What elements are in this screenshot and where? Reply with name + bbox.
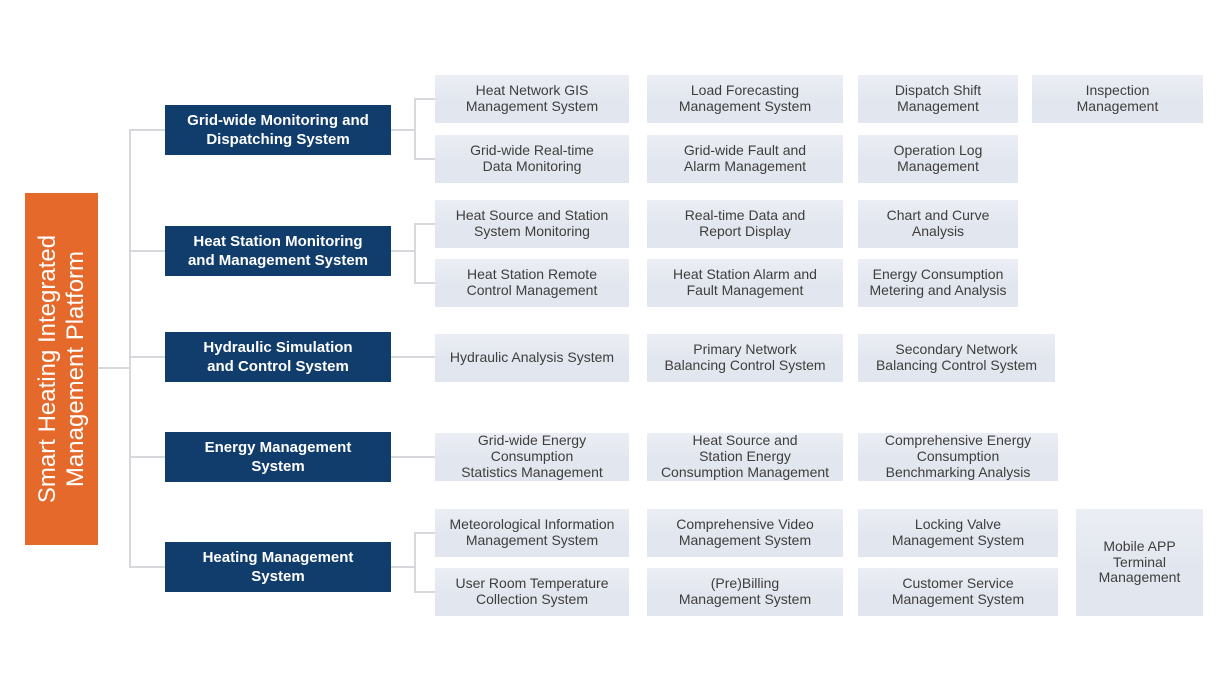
connector-line <box>414 158 435 160</box>
child-node: Hydraulic Analysis System <box>435 334 629 382</box>
child-node-label: Heat Network GIS Management System <box>465 82 599 114</box>
child-node-label: Energy Consumption Metering and Analysis <box>869 266 1007 298</box>
child-node: Real-time Data and Report Display <box>647 200 843 248</box>
platform-root-bar: Smart Heating Integrated Management Plat… <box>25 193 98 545</box>
child-node-label: Customer Service Management System <box>891 575 1025 607</box>
connector-line <box>129 356 165 358</box>
child-node: Customer Service Management System <box>858 568 1058 616</box>
child-node-label: Heat Station Remote Control Management <box>466 266 598 298</box>
connector-line <box>414 98 435 100</box>
connector-line <box>414 591 435 593</box>
child-node-label: Grid-wide Real-time Data Monitoring <box>470 142 594 174</box>
child-node: Comprehensive Video Management System <box>647 509 843 557</box>
child-node-label: Locking Valve Management System <box>891 516 1025 548</box>
child-node-label: Hydraulic Analysis System <box>449 349 615 366</box>
child-node: Operation Log Management <box>858 135 1018 183</box>
child-node-label: Heat Source and Station System Monitorin… <box>455 207 609 239</box>
connector-line <box>129 456 165 458</box>
platform-root-label: Smart Heating Integrated Management Plat… <box>33 234 89 504</box>
child-node: Grid-wide Energy Consumption Statistics … <box>435 432 629 481</box>
child-node-label: Heat Station Alarm and Fault Management <box>673 266 817 298</box>
child-node: Primary Network Balancing Control System <box>647 334 843 382</box>
connector-line <box>391 129 414 131</box>
child-node-label: User Room Temperature Collection System <box>455 575 609 607</box>
child-node-label: Meteorological Information Management Sy… <box>449 516 615 548</box>
connector-line <box>391 250 414 252</box>
branch-box: Grid-wide Monitoring and Dispatching Sys… <box>165 105 391 155</box>
branch-label: Heating Management System <box>202 548 354 586</box>
child-node-label: Chart and Curve Analysis <box>886 207 990 239</box>
child-node: (Pre)Billing Management System <box>647 568 843 616</box>
child-node-label: Primary Network Balancing Control System <box>664 341 826 373</box>
child-node-label: Mobile APP Terminal Management <box>1098 537 1181 586</box>
child-node: Heat Network GIS Management System <box>435 75 629 123</box>
child-node: Grid-wide Fault and Alarm Management <box>647 135 843 183</box>
child-node-spanning: Mobile APP Terminal Management <box>1076 509 1203 616</box>
connector-line <box>129 566 165 568</box>
child-node: Heat Station Remote Control Management <box>435 259 629 307</box>
child-node: Secondary Network Balancing Control Syst… <box>858 334 1055 382</box>
child-node: Energy Consumption Metering and Analysis <box>858 259 1018 307</box>
child-node: Locking Valve Management System <box>858 509 1058 557</box>
branch-box: Energy Management System <box>165 432 391 482</box>
connector-line <box>129 250 165 252</box>
branch-box: Heating Management System <box>165 542 391 592</box>
connector-line <box>391 356 435 358</box>
child-node: Heat Source and Station Energy Consumpti… <box>647 432 843 481</box>
connector-line <box>414 223 435 225</box>
child-node-label: Comprehensive Energy Consumption Benchma… <box>884 432 1032 480</box>
branch-label: Grid-wide Monitoring and Dispatching Sys… <box>187 111 369 149</box>
child-node: Meteorological Information Management Sy… <box>435 509 629 557</box>
child-node-label: Comprehensive Video Management System <box>676 516 814 548</box>
connector-line <box>129 129 131 568</box>
child-node: Heat Station Alarm and Fault Management <box>647 259 843 307</box>
child-node: Load Forecasting Management System <box>647 75 843 123</box>
branch-box: Hydraulic Simulation and Control System <box>165 332 391 382</box>
child-node: Chart and Curve Analysis <box>858 200 1018 248</box>
child-node-label: Inspection Management <box>1076 82 1159 114</box>
branch-label: Heat Station Monitoring and Management S… <box>187 232 369 270</box>
connector-line <box>414 532 416 593</box>
connector-line <box>391 566 414 568</box>
child-node: Comprehensive Energy Consumption Benchma… <box>858 432 1058 481</box>
child-node: Grid-wide Real-time Data Monitoring <box>435 135 629 183</box>
connector-line <box>98 367 131 369</box>
child-node-label: Grid-wide Fault and Alarm Management <box>683 142 807 174</box>
child-node-label: Load Forecasting Management System <box>678 82 812 114</box>
branch-label: Energy Management System <box>204 438 352 476</box>
branch-label: Hydraulic Simulation and Control System <box>203 338 353 376</box>
connector-line <box>391 456 435 458</box>
connector-line <box>414 98 416 160</box>
child-node-label: (Pre)Billing Management System <box>678 575 812 607</box>
connector-line <box>129 129 165 131</box>
connector-line <box>414 282 435 284</box>
connector-line <box>414 532 435 534</box>
child-node: Dispatch Shift Management <box>858 75 1018 123</box>
child-node-label: Secondary Network Balancing Control Syst… <box>875 341 1038 373</box>
child-node: Inspection Management <box>1032 75 1203 123</box>
child-node-label: Grid-wide Energy Consumption Statistics … <box>461 432 603 480</box>
child-node-label: Operation Log Management <box>893 142 983 174</box>
child-node-label: Real-time Data and Report Display <box>684 207 806 239</box>
child-node: User Room Temperature Collection System <box>435 568 629 616</box>
child-node-label: Dispatch Shift Management <box>894 82 982 114</box>
connector-line <box>414 223 416 284</box>
branch-box: Heat Station Monitoring and Management S… <box>165 226 391 276</box>
child-node-label: Heat Source and Station Energy Consumpti… <box>660 432 830 480</box>
child-node: Heat Source and Station System Monitorin… <box>435 200 629 248</box>
